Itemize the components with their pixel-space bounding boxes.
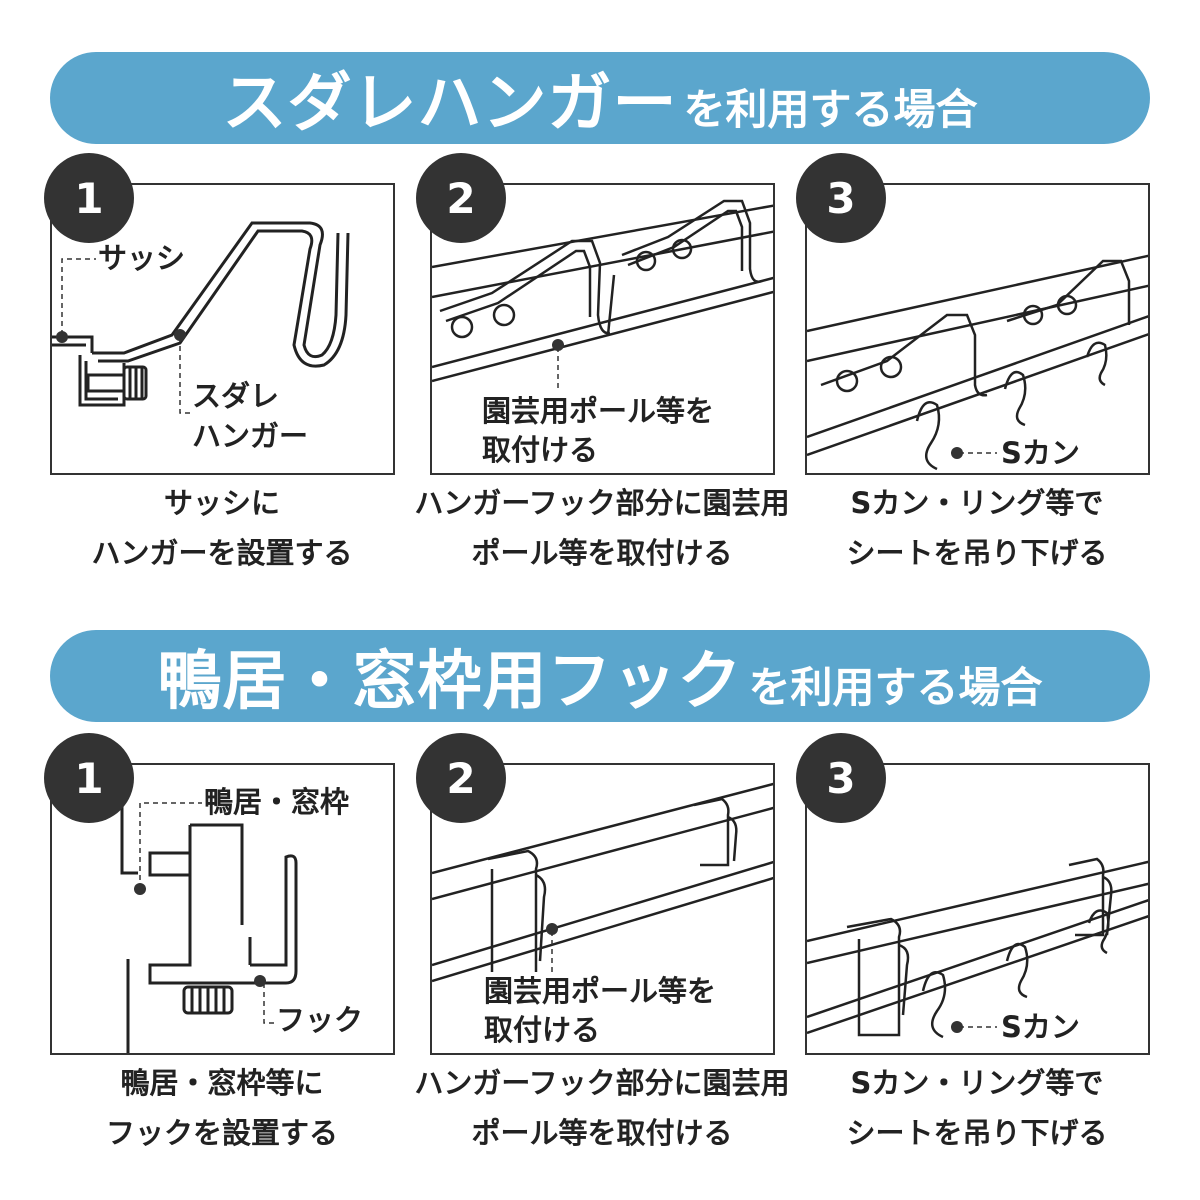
step-caption-2-3: Sカン・リング等で シートを吊り下げる	[787, 1058, 1167, 1158]
step-panel-2-3: Sカン	[805, 763, 1150, 1055]
banner-main-text: スダレハンガー	[222, 67, 678, 141]
label-lintel-frame: 鴨居・窓枠	[202, 783, 352, 823]
caption-line: シートを吊り下げる	[846, 536, 1108, 570]
caption-line: ポール等を取付ける	[471, 1116, 733, 1150]
step-caption-1-2: ハンガーフック部分に園芸用 ポール等を取付ける	[412, 478, 792, 578]
label-s-hook: Sカン	[999, 434, 1082, 473]
step-number-badge: 3	[796, 153, 886, 243]
caption-line: ハンガーフック部分に園芸用	[414, 486, 790, 520]
caption-line: Sカン・リング等で	[850, 486, 1104, 520]
label-hanger: ハンガー	[192, 419, 309, 453]
hanger-pole-illustration	[432, 199, 773, 391]
step-caption-1-1: サッシに ハンガーを設置する	[32, 478, 412, 578]
s-hook-hanging-illustration	[807, 254, 1148, 471]
caption-line: シートを吊り下げる	[846, 1116, 1108, 1150]
banner-main-text: 鴨居・窓枠用フック	[157, 645, 743, 719]
label-garden-pole: 園芸用ポール等を	[482, 394, 715, 428]
s-hook-hanging-illustration	[807, 857, 1148, 1039]
section-banner-lintel-hook: 鴨居・窓枠用フック を利用する場合	[50, 630, 1150, 722]
label-s-hook: Sカン	[999, 1008, 1082, 1048]
step-caption-2-1: 鴨居・窓枠等に フックを設置する	[32, 1058, 412, 1158]
caption-line: 鴨居・窓枠等に	[120, 1066, 324, 1100]
hook-pole-illustration	[432, 782, 773, 987]
step-number-badge: 1	[44, 153, 134, 243]
step-number-badge: 2	[416, 153, 506, 243]
caption-line: Sカン・リング等で	[850, 1066, 1104, 1100]
label-attach: 取付ける	[482, 1011, 603, 1051]
banner-suffix-text: を利用する場合	[683, 84, 978, 134]
caption-line: ハンガーフック部分に園芸用	[414, 1066, 790, 1100]
step-caption-1-3: Sカン・リング等で シートを吊り下げる	[787, 478, 1167, 578]
caption-line: ハンガーを設置する	[91, 536, 353, 570]
banner-suffix-text: を利用する場合	[748, 662, 1043, 712]
step-number-badge: 3	[796, 733, 886, 823]
step-number-badge: 1	[44, 733, 134, 823]
label-sash: サッシ	[98, 241, 186, 275]
label-attach: 取付ける	[482, 433, 599, 467]
step-panel-1-1: サッシ スダレ ハンガー	[50, 183, 395, 475]
label-hook: フック	[276, 1003, 364, 1037]
section-banner-sudare-hanger: スダレハンガー を利用する場合	[50, 52, 1150, 144]
caption-line: ポール等を取付ける	[471, 536, 733, 570]
lintel-hook-illustration	[120, 765, 298, 1053]
label-sudare: スダレ	[192, 379, 280, 413]
sash-hanger-illustration	[52, 221, 350, 414]
step-caption-2-2: ハンガーフック部分に園芸用 ポール等を取付ける	[412, 1058, 792, 1158]
caption-line: サッシに	[163, 486, 280, 520]
caption-line: フックを設置する	[105, 1116, 338, 1150]
step-number-badge: 2	[416, 733, 506, 823]
step-panel-2-2: 園芸用ポール等を 取付ける	[430, 763, 775, 1055]
label-garden-pole: 園芸用ポール等を	[482, 972, 719, 1012]
